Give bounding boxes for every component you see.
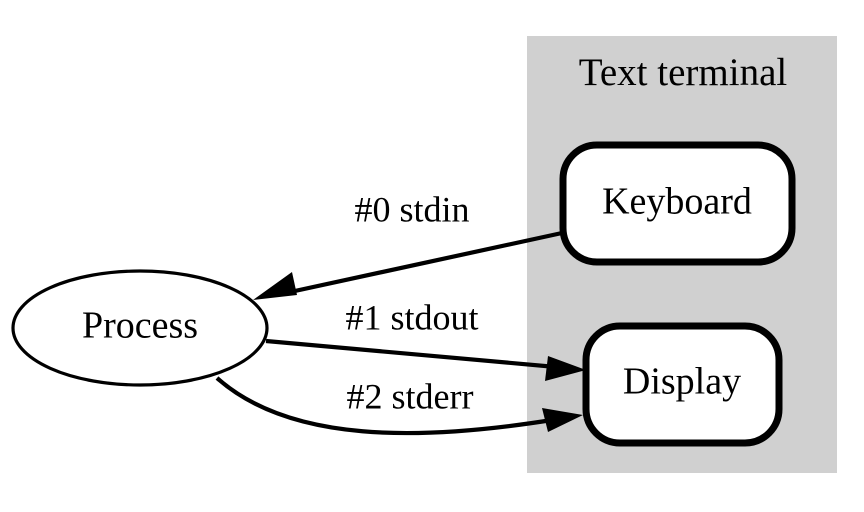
- edge-stdout: [265, 338, 586, 381]
- stdin-edge-label: #0 stdin: [354, 189, 469, 229]
- display-node[interactable]: [582, 322, 783, 447]
- keyboard-node-label: Keyboard: [602, 181, 752, 223]
- edge-stderr: [215, 376, 583, 436]
- text-terminal-label: Text terminal: [579, 51, 788, 94]
- process-node-label: Process: [82, 305, 198, 347]
- stderr-arrowhead: [542, 408, 583, 432]
- stdout-edge-label: #1 stdout: [345, 297, 478, 337]
- keyboard-node[interactable]: [559, 141, 796, 266]
- edge-stdin: [253, 230, 563, 300]
- display-node-label: Display: [623, 361, 741, 403]
- stdout-arrowhead: [545, 356, 586, 381]
- stdin-arrowhead: [253, 272, 297, 300]
- stdin-edge-line: [280, 230, 563, 297]
- stdout-edge-line: [265, 338, 557, 370]
- stderr-edge-line: [215, 376, 553, 436]
- process-node[interactable]: [11, 269, 269, 387]
- stderr-edge-label: #2 stderr: [347, 376, 474, 416]
